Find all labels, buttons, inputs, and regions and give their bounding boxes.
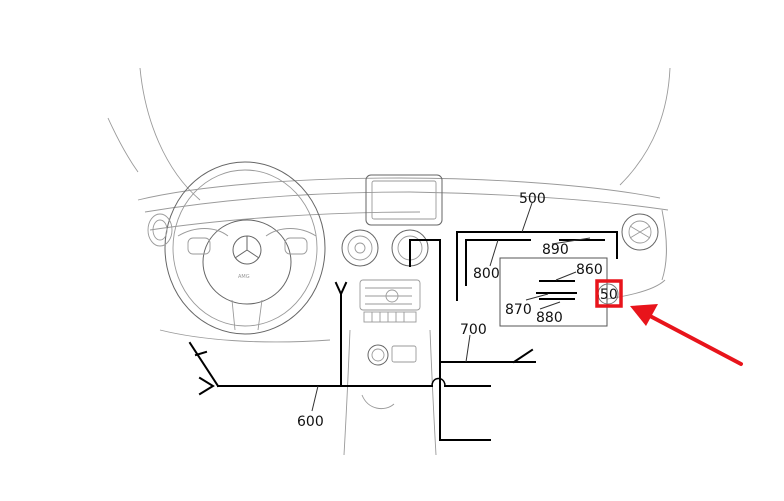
leader-lines bbox=[311, 202, 591, 412]
label-860: 860 bbox=[576, 262, 603, 278]
highlight-annotation bbox=[595, 279, 743, 366]
module-box bbox=[499, 257, 619, 327]
center-display bbox=[365, 174, 443, 226]
label-800: 800 bbox=[473, 266, 500, 282]
label-870: 870 bbox=[505, 302, 532, 318]
label-850: 850 bbox=[591, 287, 618, 303]
svg-text:AMG: AMG bbox=[238, 274, 250, 280]
highlight-box bbox=[595, 279, 623, 308]
bus-lines bbox=[188, 231, 618, 441]
arrow-head-icon bbox=[630, 304, 658, 326]
dashboard-sketch: AMG bbox=[107, 67, 671, 456]
label-600: 600 bbox=[297, 414, 324, 430]
center-console bbox=[343, 279, 437, 456]
label-700: 700 bbox=[460, 322, 487, 338]
reference-labels: 500 890 860 800 870 880 700 600 850 bbox=[297, 191, 618, 430]
label-880: 880 bbox=[536, 310, 563, 326]
highlight-arrow-shaft bbox=[648, 314, 743, 366]
steering-wheel: AMG bbox=[164, 161, 326, 335]
label-500: 500 bbox=[519, 191, 546, 207]
label-890: 890 bbox=[542, 242, 569, 258]
